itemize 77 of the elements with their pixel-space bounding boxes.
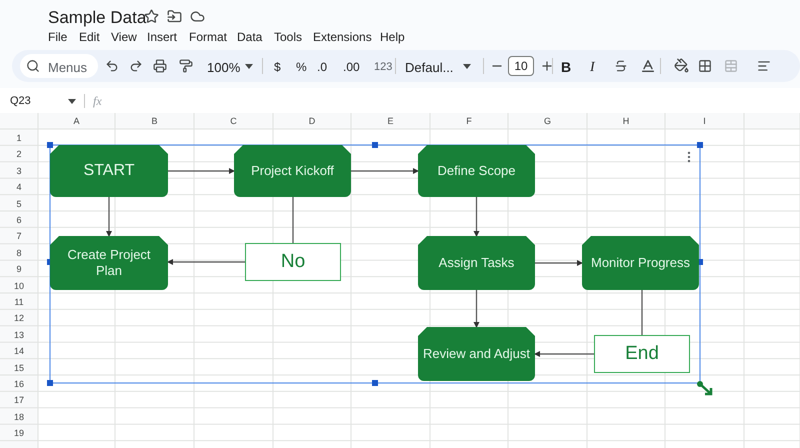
row-header: 16 (12, 378, 25, 391)
toolbar-label: B (561, 58, 572, 77)
column-header: E (386, 115, 394, 128)
row-header: 5 (15, 198, 22, 211)
connector-arrow (351, 168, 419, 174)
node-label: Review and Adjust (423, 346, 530, 362)
menu-item: Edit (79, 29, 100, 46)
connector-arrow (474, 197, 480, 237)
row-header: 11 (13, 296, 25, 309)
row-header: 7 (15, 230, 22, 244)
column-header: F (465, 115, 473, 128)
toolbar-label: .00 (343, 59, 360, 76)
column-header: B (150, 115, 158, 128)
node-label: Assign Tasks (438, 254, 514, 272)
node-label: Monitor Progress (591, 254, 690, 272)
row-header: 4 (15, 181, 22, 194)
node-label: Project Kickoff (251, 162, 334, 180)
row-header: 17 (12, 394, 25, 408)
row-header: 8 (15, 246, 22, 260)
column-header: C (229, 115, 238, 128)
toolbar-label: Defaul... (405, 59, 454, 77)
connector-arrow (534, 351, 594, 357)
row-header: 14 (12, 345, 25, 358)
formula-label: fx (93, 93, 102, 110)
process-box (582, 236, 699, 290)
connector-arrow (474, 290, 480, 328)
column-header: D (308, 115, 316, 128)
row-header: 13 (12, 328, 25, 342)
toolbar-label: 123 (374, 60, 392, 75)
node-label: Create Project Plan (66, 246, 152, 280)
row-header: 1 (15, 132, 22, 145)
node-label: No (280, 250, 306, 274)
process-box (418, 145, 535, 197)
column-header: H (622, 115, 630, 128)
process-box (234, 145, 351, 197)
outlined-box (245, 243, 341, 281)
row-header: 15 (12, 362, 25, 375)
process-box (418, 236, 535, 290)
toolbar-label: % (296, 59, 307, 76)
row-header: 6 (15, 214, 22, 227)
row-header: 12 (12, 312, 25, 326)
process-box (418, 327, 535, 381)
menu-item: Data (237, 29, 262, 46)
toolbar-label: 100% (207, 59, 240, 77)
menu-item: View (111, 29, 137, 46)
column-header: G (542, 115, 552, 128)
menu-item: Help (380, 29, 405, 46)
connector-arrow (106, 197, 112, 237)
connector-arrow (168, 168, 235, 174)
font-size-field: 10 (508, 56, 534, 76)
column-header: I (702, 115, 707, 128)
node-label: Define Scope (437, 162, 516, 180)
row-header: 18 (12, 410, 25, 424)
process-box (50, 236, 168, 290)
menu-item: Tools (274, 29, 302, 46)
menu-item: Format (189, 29, 228, 46)
row-header: 19 (12, 427, 25, 440)
column-header: A (72, 115, 80, 128)
cell-reference: Q23 (10, 94, 31, 109)
node-label: START (84, 161, 134, 181)
outlined-box (594, 335, 690, 373)
menu-item: Insert (147, 29, 178, 46)
process-box (50, 145, 168, 197)
toolbar-label: $ (274, 59, 281, 76)
menu-item: Extensions (313, 29, 372, 46)
row-header: 3 (15, 164, 22, 178)
menu-item: File (48, 29, 68, 46)
connector-arrow (535, 260, 583, 266)
row-header: 2 (15, 148, 22, 162)
toolbar-label: I (590, 59, 595, 77)
toolbar-label: .0 (317, 59, 328, 76)
connector-arrow (167, 259, 245, 265)
search-placeholder: Menus (48, 59, 88, 77)
row-header: 9 (15, 263, 22, 276)
row-header: 10 (12, 280, 25, 293)
document-title: Sample Data (48, 7, 146, 29)
node-label: End (625, 342, 659, 366)
